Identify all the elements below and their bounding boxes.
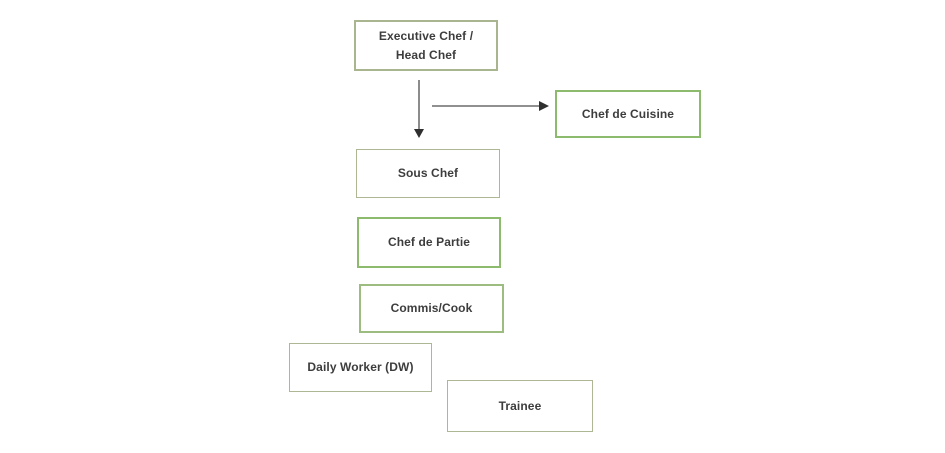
node-chef-de-partie: Chef de Partie xyxy=(357,217,501,268)
arrow-executive-to-chef-de-cuisine xyxy=(432,101,549,111)
node-trainee-label: Trainee xyxy=(498,398,542,413)
arrow-executive-to-sous-chef xyxy=(414,80,424,138)
node-trainee: Trainee xyxy=(447,380,593,432)
node-commis-cook: Commis/Cook xyxy=(359,284,504,333)
node-daily-worker-label: Daily Worker (DW) xyxy=(307,360,414,375)
node-executive-chef: Executive Chef / Head Chef xyxy=(354,20,498,71)
node-chef-de-cuisine-label: Chef de Cuisine xyxy=(581,106,675,121)
node-chef-de-cuisine: Chef de Cuisine xyxy=(555,90,701,138)
node-daily-worker: Daily Worker (DW) xyxy=(289,343,432,392)
node-sous-chef: Sous Chef xyxy=(356,149,500,198)
node-commis-cook-label: Commis/Cook xyxy=(390,301,473,316)
node-executive-chef-label: Executive Chef / Head Chef xyxy=(378,28,474,62)
node-sous-chef-label: Sous Chef xyxy=(397,166,459,181)
node-chef-de-partie-label: Chef de Partie xyxy=(387,235,471,250)
